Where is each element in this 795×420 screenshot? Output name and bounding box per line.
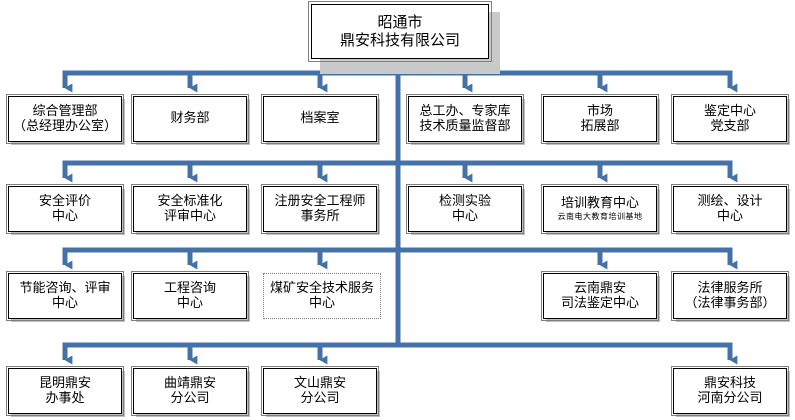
node-root-line1: 昭通市 [377, 12, 423, 31]
node-row4-col3[interactable]: 文山鼎安 分公司 [261, 366, 379, 416]
node-label-line1: 煤矿安全技术服务 [269, 280, 374, 296]
node-label-line1: 工程咨询 [163, 280, 216, 296]
node-label-line1: 安全标准化 [157, 193, 223, 209]
node-label-line2: 河南分公司 [697, 391, 763, 406]
node-row3-col6[interactable]: 法律服务所 （法律事务部） [671, 271, 789, 321]
node-label-line2: 事务所 [300, 209, 340, 224]
node-label-line1: 鉴定中心 [703, 103, 756, 119]
node-row1-col6[interactable]: 鉴定中心 党支部 [671, 94, 789, 144]
node-row1-col2[interactable]: 财务部 [131, 94, 249, 144]
node-label-line1: 档案室 [300, 111, 340, 127]
node-root[interactable]: 昭通市 鼎安科技有限公司 [308, 1, 492, 62]
node-row1-col4[interactable]: 总工办、专家库 技术质量监督部 [406, 94, 524, 144]
node-label-line1: 综合管理部 [32, 103, 98, 119]
node-row4-col2[interactable]: 曲靖鼎安 分公司 [131, 366, 249, 416]
node-label-line2: 中心 [51, 209, 78, 224]
node-row2-col3[interactable]: 注册安全工程师 事务所 [261, 184, 379, 234]
node-row4-col6[interactable]: 鼎安科技 河南分公司 [671, 366, 789, 416]
node-label-line2: 中心 [451, 209, 478, 224]
node-row3-col2[interactable]: 工程咨询 中心 [131, 271, 249, 321]
node-row2-col2[interactable]: 安全标准化 评审中心 [131, 184, 249, 234]
node-label-line2: 分公司 [300, 391, 340, 406]
node-label-line1: 注册安全工程师 [274, 193, 366, 209]
node-label-line1: 昆明鼎安 [38, 375, 91, 391]
node-label-line1: 节能咨询、评审 [19, 280, 111, 296]
node-label-line2: 拓展部 [580, 119, 620, 134]
node-label-line2: 技术质量监督部 [419, 119, 511, 134]
node-label-line2: 中心 [716, 209, 743, 224]
node-label-line2: （法律事务部） [684, 296, 776, 311]
node-label-line1: 鼎安科技 [703, 375, 756, 391]
node-label-line2: 中心 [51, 296, 78, 311]
node-label-line2: 评审中心 [163, 209, 216, 224]
node-row2-col6[interactable]: 测绘、设计 中心 [671, 184, 789, 234]
node-row3-col3[interactable]: 煤矿安全技术服务 中心 [263, 273, 381, 319]
bus-row-4 [62, 342, 733, 352]
node-row1-col1[interactable]: 综合管理部 （总经理办公室） [6, 94, 124, 144]
node-label-line1: 市场 [586, 103, 613, 119]
node-label-line2: 中心 [176, 296, 203, 311]
node-row2-col5[interactable]: 培训教育中心 云南电大教育培训基地 [541, 184, 659, 234]
node-label-line1: 文山鼎安 [293, 375, 346, 391]
node-row4-col1[interactable]: 昆明鼎安 办事处 [6, 366, 124, 416]
node-label-line1: 曲靖鼎安 [163, 375, 216, 391]
node-label-line1: 法律服务所 [697, 280, 763, 296]
node-row1-col3[interactable]: 档案室 [261, 94, 379, 144]
node-label-line1: 云南鼎安 [573, 280, 626, 296]
node-row3-col5[interactable]: 云南鼎安 司法鉴定中心 [541, 271, 659, 321]
node-label-line2: 分公司 [170, 391, 210, 406]
node-label-subtitle: 云南电大教育培训基地 [557, 212, 643, 222]
node-row3-col1[interactable]: 节能咨询、评审 中心 [6, 271, 124, 321]
node-label-line1: 检测实验 [438, 193, 491, 209]
node-label-line1: 测绘、设计 [697, 193, 763, 209]
node-label-line2: 党支部 [710, 119, 750, 134]
node-label-line2: 办事处 [45, 391, 85, 406]
node-label-line1: 安全评价 [38, 193, 91, 209]
node-row2-col4[interactable]: 检测实验 中心 [406, 184, 524, 234]
node-label-line2: （总经理办公室） [12, 119, 117, 134]
node-label-line1: 财务部 [170, 111, 210, 127]
node-row2-col1[interactable]: 安全评价 中心 [6, 184, 124, 234]
node-label-line2: 中心 [308, 296, 335, 311]
node-root-line2: 鼎安科技有限公司 [339, 30, 460, 49]
node-row1-col5[interactable]: 市场 拓展部 [541, 94, 659, 144]
node-label-line2: 司法鉴定中心 [560, 296, 639, 311]
node-label-line1: 总工办、专家库 [419, 103, 511, 119]
node-label-line1: 培训教育中心 [560, 196, 639, 212]
